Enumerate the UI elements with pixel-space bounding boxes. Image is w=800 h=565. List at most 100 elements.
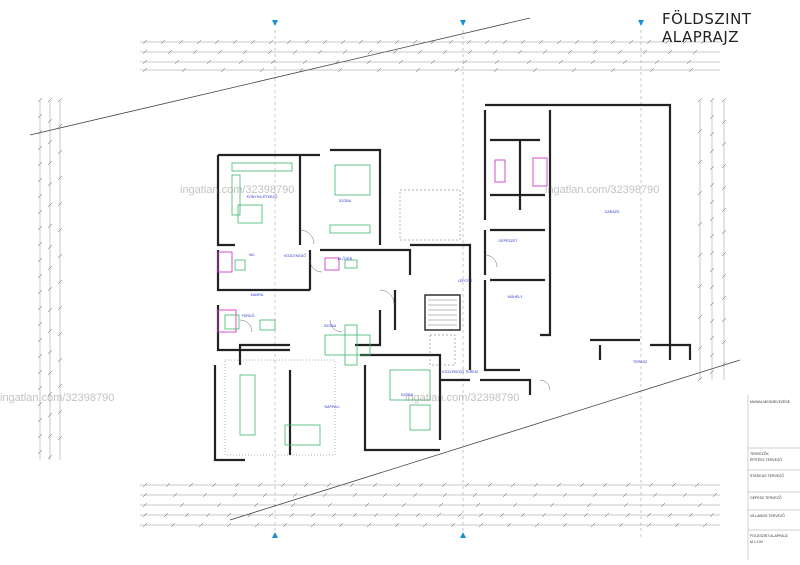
dimension-tick bbox=[556, 39, 562, 45]
dimension-tick bbox=[37, 177, 43, 183]
dimension-tick bbox=[242, 49, 248, 55]
dimension-ticks bbox=[37, 39, 727, 528]
dimension-tick bbox=[590, 59, 596, 65]
dimension-tick bbox=[47, 265, 53, 271]
dimension-tick bbox=[57, 409, 63, 415]
dimension-tick bbox=[310, 512, 316, 518]
dimension-tick bbox=[394, 39, 400, 45]
dimension-tick bbox=[398, 59, 404, 65]
dimension-tick bbox=[700, 39, 706, 45]
dimension-tick bbox=[292, 492, 298, 498]
dimension-tick bbox=[57, 435, 63, 441]
dimension-tick bbox=[232, 39, 238, 45]
dimension-tick bbox=[142, 492, 148, 498]
watermark: ingatlan.com/32398790 bbox=[545, 184, 660, 196]
title-block-mechanical: GÉPÉSZ TERVEZŐ bbox=[750, 496, 782, 500]
dimension-tick bbox=[250, 39, 256, 45]
dimension-tick bbox=[450, 522, 456, 528]
dimension-tick bbox=[57, 383, 63, 389]
dimension-tick bbox=[37, 161, 43, 167]
dimension-tick bbox=[602, 482, 608, 488]
dimension-tick bbox=[697, 376, 703, 382]
dimension-tick bbox=[721, 141, 727, 147]
dimension-tick bbox=[57, 175, 63, 181]
dimension-tick bbox=[721, 361, 727, 367]
dimension-tick bbox=[686, 59, 692, 65]
dimension-tick bbox=[712, 492, 718, 498]
dimension-tick bbox=[642, 49, 648, 55]
dimension-tick bbox=[37, 113, 43, 119]
dimension-tick bbox=[709, 301, 715, 307]
dimension-tick bbox=[322, 39, 328, 45]
dimension-tick bbox=[181, 67, 187, 73]
dimension-tick bbox=[478, 522, 484, 528]
room-label-lepcso: LÉPCSŐ bbox=[458, 278, 473, 283]
dimension-tick bbox=[37, 369, 43, 375]
dimension-tick bbox=[660, 502, 666, 508]
room-label-furdo1: FÜRDŐ bbox=[242, 313, 255, 318]
room-labels: KONYHA-ÉTKEZŐ SZOBA WC KÖZLEKEDŐ ELŐTÉR … bbox=[242, 194, 648, 409]
dimension-tick bbox=[196, 39, 202, 45]
dimension-tick bbox=[457, 512, 463, 518]
dimension-tick bbox=[697, 314, 703, 320]
dimension-tick bbox=[532, 67, 538, 73]
dimension-tick bbox=[394, 522, 400, 528]
dimension-tick bbox=[721, 317, 727, 323]
dimension-tick bbox=[376, 67, 382, 73]
dimension-tick bbox=[709, 267, 715, 273]
dimension-tick bbox=[165, 482, 171, 488]
dimension-tick bbox=[373, 512, 379, 518]
dimension-tick bbox=[512, 502, 518, 508]
dimension-tick bbox=[57, 123, 63, 129]
dimension-tick bbox=[464, 482, 470, 488]
title-block-structural: STATIKUS TERVEZŐ bbox=[750, 474, 784, 478]
dimension-tick bbox=[37, 257, 43, 263]
dimension-tick bbox=[37, 353, 43, 359]
dimension-tick bbox=[57, 149, 63, 155]
dimension-tick bbox=[694, 482, 700, 488]
dimension-tick bbox=[254, 522, 260, 528]
dimension-tick bbox=[349, 482, 355, 488]
dimension-tick bbox=[206, 59, 212, 65]
dimension-tick bbox=[721, 207, 727, 213]
dimension-tick bbox=[562, 512, 568, 518]
dimension-tick bbox=[654, 59, 660, 65]
dimension-tick bbox=[37, 337, 43, 343]
dimension-tick bbox=[625, 512, 631, 518]
dimension-tick bbox=[709, 165, 715, 171]
dimension-tick bbox=[646, 522, 652, 528]
dimension-tick bbox=[721, 97, 727, 103]
drawing-title: FÖLDSZINT ALAPRAJZ bbox=[662, 10, 752, 46]
dimension-tick bbox=[475, 502, 481, 508]
dimension-tick bbox=[709, 148, 715, 154]
dimension-tick bbox=[57, 357, 63, 363]
room-label-eloter: ELŐTÉR bbox=[338, 256, 353, 261]
dimension-tick bbox=[586, 502, 592, 508]
dimension-tick bbox=[174, 59, 180, 65]
dimension-tick bbox=[211, 482, 217, 488]
title-block-designers: TERVEZŐK bbox=[750, 452, 769, 456]
dimension-tick bbox=[574, 39, 580, 45]
room-label-terasz: TERASZ bbox=[633, 360, 648, 364]
dimension-tick bbox=[163, 512, 169, 518]
dimension-tick bbox=[422, 522, 428, 528]
dimension-tick bbox=[688, 512, 694, 518]
room-label-kozlekedo1: KÖZLEKEDŐ bbox=[284, 253, 306, 258]
watermark: ingatlan.com/32398790 bbox=[405, 392, 520, 404]
dimension-tick bbox=[415, 67, 421, 73]
dimension-tick bbox=[268, 39, 274, 45]
dimension-tick bbox=[697, 97, 703, 103]
dimension-tick bbox=[709, 512, 715, 518]
dimension-tick bbox=[262, 492, 268, 498]
dimension-tick bbox=[382, 492, 388, 498]
room-label-gepeszet: GÉPÉSZET bbox=[498, 238, 518, 243]
dimension-tick bbox=[37, 433, 43, 439]
dimension-tick bbox=[697, 159, 703, 165]
dimension-tick bbox=[709, 216, 715, 222]
dimension-tick bbox=[558, 59, 564, 65]
dimension-tick bbox=[303, 482, 309, 488]
dimension-tick bbox=[198, 522, 204, 528]
dimension-tick bbox=[682, 492, 688, 498]
dimension-tick bbox=[172, 492, 178, 498]
